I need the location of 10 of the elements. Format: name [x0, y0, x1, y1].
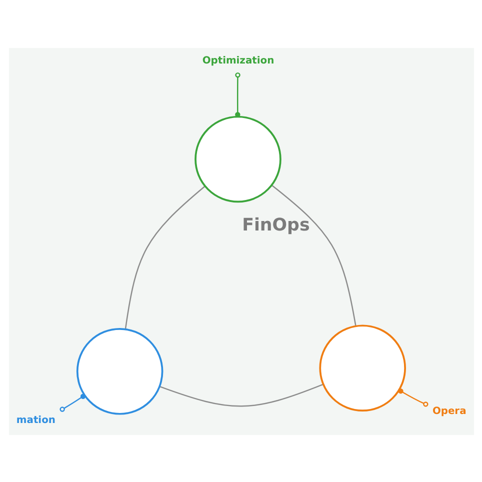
- node-circle: [76, 328, 163, 414]
- node-text: Optimization: [202, 54, 274, 66]
- node-circle: [318, 324, 406, 411]
- node-text: Opera: [432, 406, 466, 417]
- connector: [159, 383, 323, 406]
- node-text: mation: [16, 414, 55, 426]
- connector: [124, 185, 205, 329]
- connector: [270, 184, 356, 326]
- label: FinOps: [242, 215, 310, 236]
- node-circle: [194, 115, 281, 202]
